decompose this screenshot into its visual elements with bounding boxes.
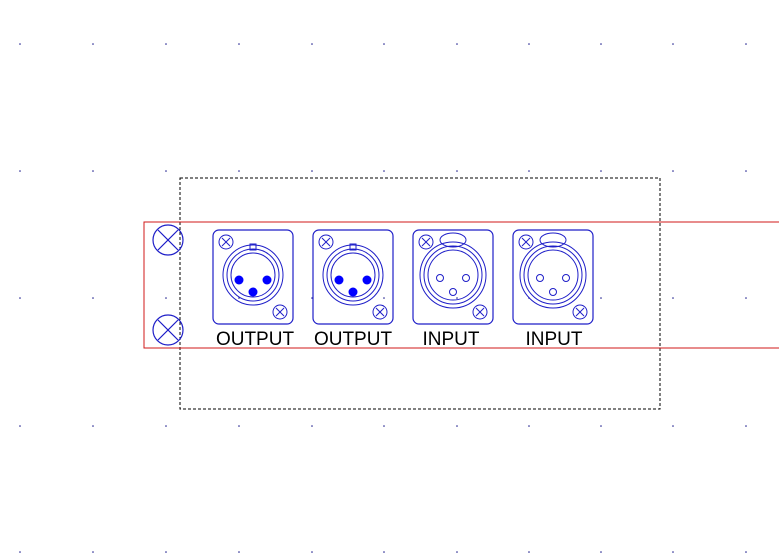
screw-icon: [418, 234, 434, 250]
grid-dot: [19, 170, 21, 172]
connector-output-2[interactable]: [312, 229, 394, 325]
grid-dot: [92, 425, 94, 427]
connector-input-1[interactable]: [412, 229, 494, 325]
xlr-pin: [436, 274, 444, 282]
grid-dot: [672, 43, 674, 45]
grid-dot: [528, 43, 530, 45]
grid-dot: [92, 551, 94, 553]
screw-icon: [518, 234, 534, 250]
grid-dot: [745, 551, 747, 553]
grid-dot: [528, 425, 530, 427]
grid-dot: [165, 425, 167, 427]
xlr-pin: [262, 275, 272, 285]
grid-dot: [456, 170, 458, 172]
screw-icon: [472, 304, 488, 320]
grid-dot: [165, 43, 167, 45]
grid-dot: [238, 425, 240, 427]
grid-dot: [19, 297, 21, 299]
grid-dot: [672, 551, 674, 553]
screw-icon: [318, 234, 334, 250]
screw-icon: [218, 234, 234, 250]
grid-dot: [19, 43, 21, 45]
grid-dot: [456, 551, 458, 553]
grid-dot: [672, 297, 674, 299]
grid-dot: [165, 551, 167, 553]
grid-dot: [745, 425, 747, 427]
xlr-pin: [549, 288, 557, 296]
xlr-pin: [348, 287, 358, 297]
grid-dot: [528, 551, 530, 553]
screw-icon: [572, 304, 588, 320]
selection-box[interactable]: [179, 177, 661, 410]
grid-dot: [311, 425, 313, 427]
xlr-pin: [536, 274, 544, 282]
grid-dot: [456, 425, 458, 427]
mounting-screw-bottom: [152, 314, 184, 346]
grid-dot: [165, 297, 167, 299]
grid-dot: [311, 551, 313, 553]
release-latch: [539, 232, 567, 248]
screw-icon: [272, 304, 288, 320]
grid-dot: [528, 170, 530, 172]
grid-dot: [311, 43, 313, 45]
grid-dot: [600, 551, 602, 553]
grid-dot: [92, 297, 94, 299]
xlr-pin: [562, 274, 570, 282]
grid-dot: [238, 43, 240, 45]
grid-dot: [383, 551, 385, 553]
grid-dot: [238, 551, 240, 553]
grid-dot: [745, 170, 747, 172]
grid-dot: [92, 43, 94, 45]
grid-dot: [383, 43, 385, 45]
grid-dots: [19, 43, 747, 553]
grid-dot: [19, 425, 21, 427]
connector-input-2[interactable]: [512, 229, 594, 325]
release-latch: [439, 232, 467, 248]
grid-dot: [19, 551, 21, 553]
grid-dot: [383, 170, 385, 172]
connector-label-output-2: OUTPUT: [314, 329, 393, 350]
xlr-pin: [449, 288, 457, 296]
connector-label-input-2: INPUT: [526, 329, 583, 350]
xlr-pin: [234, 275, 244, 285]
grid-dot: [456, 43, 458, 45]
grid-dot: [383, 297, 385, 299]
screw-icon: [372, 304, 388, 320]
grid-dot: [311, 170, 313, 172]
connector-label-output-1: OUTPUT: [216, 329, 295, 350]
grid-dot: [600, 297, 602, 299]
connector-label-input-1: INPUT: [423, 329, 480, 350]
grid-dot: [672, 425, 674, 427]
xlr-pin: [362, 275, 372, 285]
grid-dot: [92, 170, 94, 172]
xlr-pin: [334, 275, 344, 285]
grid-dot: [456, 297, 458, 299]
grid-dot: [383, 425, 385, 427]
panel-outline[interactable]: [143, 221, 779, 349]
connector-output-1[interactable]: [212, 229, 294, 325]
grid-dot: [745, 297, 747, 299]
mounting-screw-top: [152, 224, 184, 256]
grid-dot: [600, 425, 602, 427]
grid-dot: [745, 43, 747, 45]
grid-dot: [600, 43, 602, 45]
xlr-pin: [462, 274, 470, 282]
grid-dot: [672, 170, 674, 172]
grid-dot: [165, 170, 167, 172]
xlr-pin: [248, 287, 258, 297]
grid-dot: [238, 170, 240, 172]
grid-dot: [600, 170, 602, 172]
